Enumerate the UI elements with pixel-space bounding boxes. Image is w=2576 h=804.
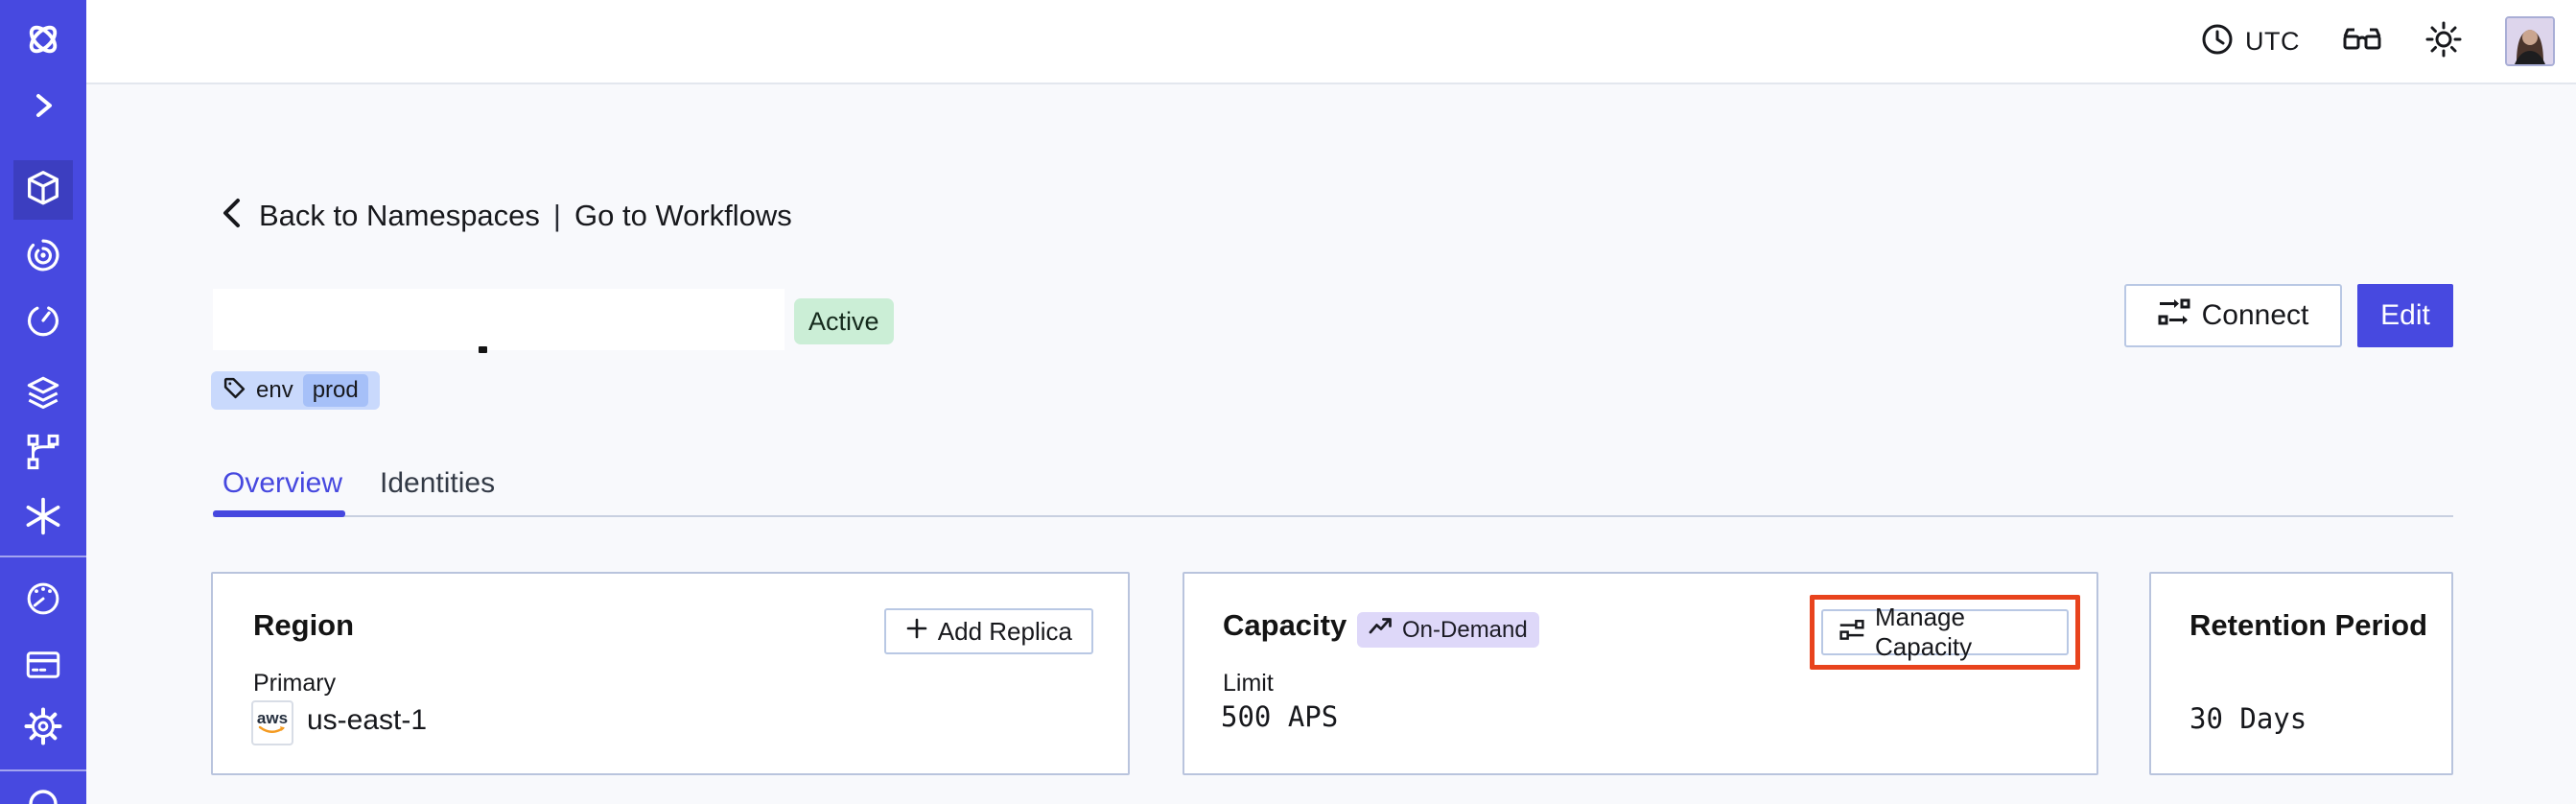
tag-key: env <box>256 377 293 403</box>
batch-operations-branch-icon <box>23 432 63 477</box>
tab-overview[interactable]: Overview <box>222 467 343 499</box>
namespace-title-artifact <box>479 346 487 353</box>
nexus-asterisk-icon <box>22 495 64 542</box>
settings-gear-icon <box>23 706 63 751</box>
plus-icon <box>905 617 928 647</box>
breadcrumb: Back to Namespaces | Go to Workflows <box>219 196 792 235</box>
manage-capacity-highlight: Manage Capacity <box>1810 595 2080 670</box>
capacity-card-title: Capacity <box>1223 608 1347 642</box>
add-replica-label: Add Replica <box>937 616 1072 646</box>
capacity-card: Capacity On-Demand Manage Capacity Limit… <box>1183 572 2098 775</box>
tabs-divider <box>213 515 2453 517</box>
manage-capacity-button[interactable]: Manage Capacity <box>1821 603 2069 661</box>
user-avatar[interactable] <box>2505 16 2555 66</box>
aws-logo-text: aws <box>256 709 289 727</box>
tag-icon <box>222 376 246 405</box>
on-demand-badge: On-Demand <box>1357 612 1539 648</box>
trending-up-icon <box>1369 616 1393 644</box>
sidebar-item-deployments[interactable] <box>0 370 86 417</box>
back-chevron-icon <box>219 196 244 235</box>
connect-button-label: Connect <box>2201 299 2309 331</box>
connect-flow-icon <box>2158 296 2190 336</box>
sidebar-item-namespaces[interactable] <box>13 160 73 220</box>
glasses-icon[interactable] <box>2342 25 2382 59</box>
namespace-title-redacted <box>213 289 785 350</box>
tag-value: prod <box>302 374 368 407</box>
edit-button[interactable]: Edit <box>2357 284 2453 347</box>
brightness-icon[interactable] <box>2424 20 2463 63</box>
billing-card-icon <box>23 645 63 690</box>
workflows-spiral-icon <box>23 235 63 280</box>
active-tab-underline <box>213 510 345 517</box>
sidebar-item-workflows[interactable] <box>0 235 86 280</box>
sidebar-item-nexus[interactable] <box>0 495 86 542</box>
sidebar-divider <box>0 769 86 771</box>
add-replica-button[interactable]: Add Replica <box>883 608 1093 654</box>
retention-value: 30 Days <box>2190 702 2307 735</box>
aws-provider-badge: aws <box>251 700 293 745</box>
namespaces-cube-icon <box>21 166 65 215</box>
schedules-timer-icon <box>23 300 63 345</box>
region-field-label: Primary <box>253 670 337 697</box>
timezone-label: UTC <box>2245 26 2300 56</box>
retention-card: Retention Period 30 Days <box>2149 572 2453 775</box>
retention-card-title: Retention Period <box>2190 608 2428 642</box>
on-demand-label: On-Demand <box>1402 616 1528 643</box>
tab-identities[interactable]: Identities <box>380 467 496 499</box>
top-bar: UTC <box>86 0 2576 84</box>
region-card: Region Add Replica Primary aws us-east-1 <box>211 572 1130 775</box>
timezone-selector[interactable]: UTC <box>2201 23 2300 60</box>
sidebar-item-batch-operations[interactable] <box>0 432 86 477</box>
capacity-field-label: Limit <box>1223 670 1274 697</box>
expand-chevron-icon[interactable] <box>0 88 86 123</box>
go-to-workflows-link[interactable]: Go to Workflows <box>574 198 792 232</box>
namespace-tag-chip: env prod <box>211 371 380 410</box>
region-value: us-east-1 <box>307 704 428 736</box>
temporal-logo[interactable] <box>0 17 86 61</box>
breadcrumb-separator: | <box>552 198 561 232</box>
sidebar-nav <box>0 0 86 804</box>
aws-smile-icon <box>258 725 285 733</box>
manage-capacity-label: Manage Capacity <box>1875 603 1973 661</box>
account-icon-partial[interactable] <box>0 787 86 804</box>
sidebar-item-settings[interactable] <box>0 706 86 751</box>
region-card-title: Region <box>253 608 355 642</box>
sliders-icon <box>1838 616 1865 650</box>
sidebar-item-billing[interactable] <box>0 645 86 690</box>
edit-button-label: Edit <box>2380 299 2430 331</box>
sidebar-divider <box>0 556 86 557</box>
status-badge: Active <box>794 298 894 344</box>
deployments-layers-icon <box>22 370 64 417</box>
usage-gauge-icon <box>23 579 63 624</box>
sidebar-item-schedules[interactable] <box>0 300 86 345</box>
connect-button[interactable]: Connect <box>2124 284 2342 347</box>
capacity-value: 500 APS <box>1221 700 1339 733</box>
back-to-namespaces-link[interactable]: Back to Namespaces <box>259 198 540 232</box>
top-bar-actions: UTC <box>2201 0 2555 83</box>
clock-icon <box>2201 23 2234 60</box>
sidebar-item-usage[interactable] <box>0 579 86 624</box>
